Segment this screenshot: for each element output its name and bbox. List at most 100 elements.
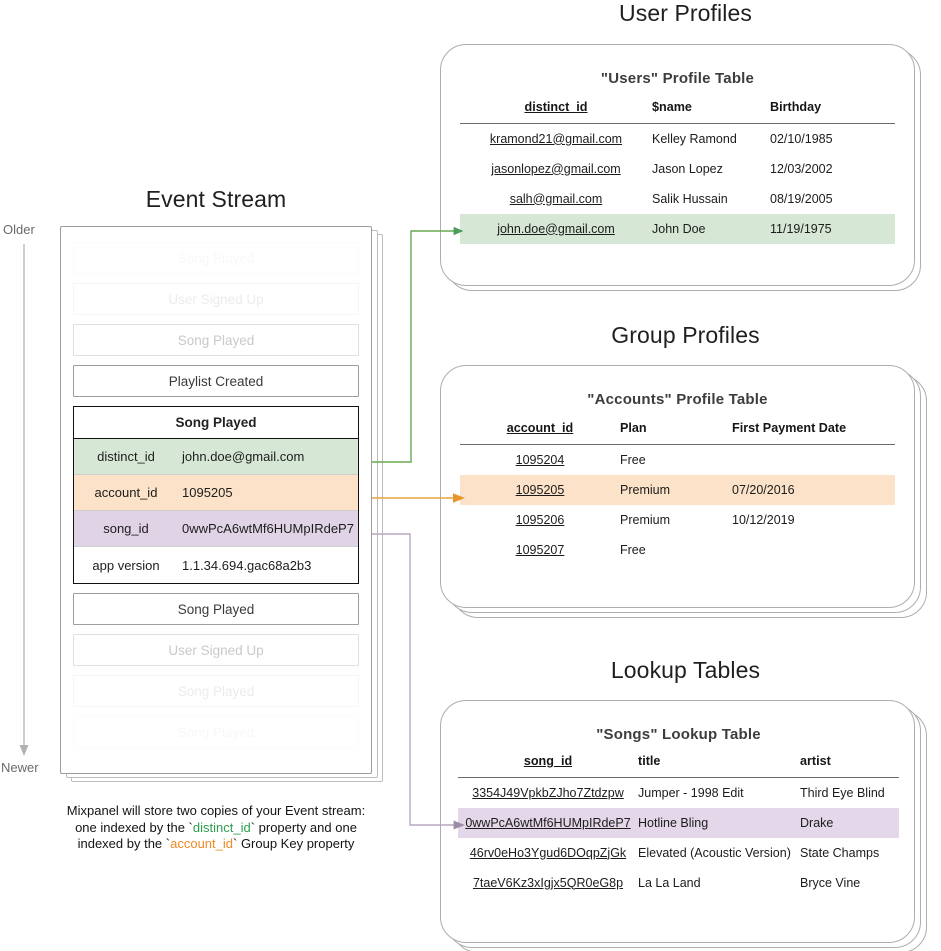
cell-title: Elevated (Acoustic Version) (638, 845, 791, 860)
cell-distinct-id: salh@gmail.com (509, 191, 603, 206)
event-card[interactable]: Song Played (73, 242, 359, 274)
cell-plan: Free (620, 452, 646, 467)
cell-song-id: 7taeV6Kz3xIgjx5QR0eG8p (472, 875, 624, 890)
event-card[interactable]: Song Played (73, 675, 359, 707)
table-row[interactable]: jasonlopez@gmail.com Jason Lopez 12/03/2… (460, 154, 895, 184)
event-property-row: app version 1.1.34.694.gac68a2b3 (74, 547, 358, 583)
songs-card-content: "Songs" Lookup Table song_id title artis… (440, 700, 915, 943)
caption-line-2-pre: one indexed by the ` (75, 819, 193, 835)
table-row-highlighted[interactable]: 1095205 Premium 07/20/2016 (460, 474, 895, 505)
event-property-row: distinct_id john.doe@gmail.com (74, 439, 358, 475)
table-row[interactable]: 3354J49VpkbZJho7Ztdzpw Jumper - 1998 Edi… (458, 778, 899, 808)
cell-account-id: 1095204 (515, 452, 565, 467)
caption-line-1: Mixpanel will store two copies of your E… (66, 803, 366, 818)
table-header-row: distinct_id $name Birthday (460, 100, 895, 124)
caption-token-distinct-id: distinct_id (192, 819, 251, 835)
time-axis-arrow (19, 244, 29, 756)
cell-birthday: 11/19/1975 (770, 213, 895, 244)
songs-table: song_id title artist 3354J49VpkbZJho7Ztd… (458, 754, 899, 898)
table-row[interactable]: salh@gmail.com Salik Hussain 08/19/2005 (460, 184, 895, 214)
user-profiles-title: User Profiles (619, 0, 752, 26)
table-row[interactable]: 1095207 Free (460, 535, 895, 565)
songs-table-title: "Songs" Lookup Table (596, 726, 761, 743)
cell-title: La La Land (638, 875, 701, 890)
event-stream-list: Song Played User Signed Up Song Played P… (60, 226, 372, 774)
cell-name: John Doe (652, 213, 770, 244)
column-header-birthday: Birthday (770, 100, 895, 124)
cell-title: Jumper - 1998 Edit (638, 785, 744, 800)
cell-artist: Drake (800, 807, 899, 838)
event-property-row: song_id 0wwPcA6wtMf6HUMpIRdeP7 (74, 511, 358, 547)
column-header-song-id: song_id (458, 754, 638, 778)
event-stream-caption: Mixpanel will store two copies of your E… (28, 803, 404, 853)
users-profile-card: "Users" Profile Table distinct_id $name … (440, 44, 921, 291)
event-card[interactable]: User Signed Up (73, 283, 359, 315)
caption-line-3-pre: indexed by the ` (77, 836, 171, 851)
cell-first-payment-date: 07/20/2016 (732, 474, 895, 505)
caption-token-account-id: account_id (170, 836, 233, 851)
accounts-table-title: "Accounts" Profile Table (587, 391, 768, 408)
cell-plan: Premium (620, 512, 671, 527)
event-property-value: 0wwPcA6wtMf6HUMpIRdeP7 (182, 521, 354, 536)
cell-first-payment-date (732, 445, 895, 475)
event-card[interactable]: Playlist Created (73, 365, 359, 397)
cell-song-id: 0wwPcA6wtMf6HUMpIRdeP7 (458, 807, 638, 838)
cell-artist: State Champs (800, 845, 880, 860)
cell-plan: Premium (620, 474, 732, 505)
cell-distinct-id: jasonlopez@gmail.com (491, 161, 621, 176)
table-row[interactable]: 1095204 Free (460, 445, 895, 475)
cell-birthday: 08/19/2005 (770, 191, 833, 206)
column-header-title: title (638, 754, 800, 778)
cell-title: Hotline Bling (638, 807, 800, 838)
expanded-event-card[interactable]: Song Played distinct_id john.doe@gmail.c… (73, 406, 359, 584)
accounts-card-content: "Accounts" Profile Table account_id Plan… (440, 365, 915, 608)
event-property-value: john.doe@gmail.com (182, 449, 305, 464)
table-header-row: song_id title artist (458, 754, 899, 778)
older-label: Older (3, 222, 35, 237)
event-property-key: account_id (94, 485, 158, 500)
event-property-row: account_id 1095205 (74, 475, 358, 511)
cell-distinct-id: kramond21@gmail.com (489, 131, 623, 146)
cell-distinct-id: john.doe@gmail.com (460, 213, 652, 244)
column-header-name: $name (652, 100, 770, 124)
cell-birthday: 02/10/1985 (770, 131, 833, 146)
cell-artist: Bryce Vine (800, 875, 861, 890)
column-header-artist: artist (800, 754, 899, 778)
event-card[interactable]: Song Played (73, 593, 359, 625)
table-row-highlighted[interactable]: 0wwPcA6wtMf6HUMpIRdeP7 Hotline Bling Dra… (458, 807, 899, 838)
users-card-front (440, 44, 915, 286)
cell-account-id: 1095205 (460, 474, 620, 505)
group-profiles-title: Group Profiles (611, 322, 760, 348)
users-table: distinct_id $name Birthday kramond21@gma… (460, 100, 895, 244)
songs-lookup-card: "Songs" Lookup Table song_id title artis… (440, 700, 927, 951)
cell-plan: Free (620, 542, 646, 557)
table-row[interactable]: kramond21@gmail.com Kelley Ramond 02/10/… (460, 124, 895, 154)
event-card[interactable]: User Signed Up (73, 634, 359, 666)
table-row[interactable]: 46rv0eHo3Ygud6DOqpZjGk Elevated (Acousti… (458, 838, 899, 868)
lookup-tables-title: Lookup Tables (610, 657, 761, 683)
event-property-key: app version (92, 557, 160, 573)
column-header-account-id: account_id (460, 421, 620, 445)
event-card[interactable]: Song Played (73, 716, 359, 748)
table-row[interactable]: 7taeV6Kz3xIgjx5QR0eG8p La La Land Bryce … (458, 868, 899, 898)
column-header-first-payment-date: First Payment Date (732, 421, 895, 445)
event-property-key: song_id (103, 521, 149, 536)
event-stream-title: Event Stream (145, 186, 287, 212)
cell-name: Jason Lopez (652, 161, 723, 176)
users-table-title: "Users" Profile Table (600, 70, 755, 87)
cell-birthday: 12/03/2002 (770, 161, 833, 176)
event-card[interactable]: Song Played (73, 324, 359, 356)
event-property-key: distinct_id (97, 449, 155, 464)
accounts-profile-card: "Accounts" Profile Table account_id Plan… (440, 365, 927, 618)
table-row[interactable]: 1095206 Premium 10/12/2019 (460, 505, 895, 535)
cell-first-payment-date (732, 535, 895, 565)
newer-label: Newer (1, 760, 39, 775)
accounts-table: account_id Plan First Payment Date 10952… (460, 421, 895, 565)
cell-song-id: 46rv0eHo3Ygud6DOqpZjGk (469, 845, 627, 860)
cell-name: Salik Hussain (652, 191, 728, 206)
caption-line-3-post: ` Group Key property (233, 836, 355, 851)
cell-artist: Third Eye Blind (800, 785, 885, 800)
table-row-highlighted[interactable]: john.doe@gmail.com John Doe 11/19/1975 (460, 213, 895, 244)
cell-first-payment-date: 10/12/2019 (732, 512, 795, 527)
